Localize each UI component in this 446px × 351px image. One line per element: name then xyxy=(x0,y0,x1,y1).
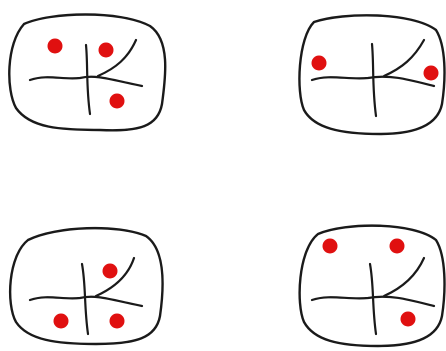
contact-point xyxy=(401,312,416,327)
groove-horizontal xyxy=(30,77,142,86)
tooth-panel-bottom-left xyxy=(10,228,162,344)
contact-point xyxy=(48,39,63,54)
groove-branch xyxy=(96,258,134,296)
tooth-panel-top-right xyxy=(299,15,444,134)
tooth-panel-top-left xyxy=(9,15,165,131)
contact-point xyxy=(323,239,338,254)
contact-point xyxy=(99,43,114,58)
contact-point xyxy=(103,264,118,279)
contact-point xyxy=(54,314,69,329)
contact-point xyxy=(312,56,327,71)
contact-point xyxy=(390,239,405,254)
contact-point xyxy=(424,66,439,81)
groove-vertical xyxy=(82,264,88,334)
groove-vertical xyxy=(370,264,376,334)
tooth-panel-bottom-right xyxy=(300,226,445,346)
groove-branch xyxy=(384,258,424,296)
tooth-outline xyxy=(299,15,444,134)
groove-vertical xyxy=(372,44,376,116)
groove-branch xyxy=(384,40,424,76)
contact-point xyxy=(110,94,125,109)
contact-point xyxy=(110,314,125,329)
groove-vertical xyxy=(86,45,90,114)
